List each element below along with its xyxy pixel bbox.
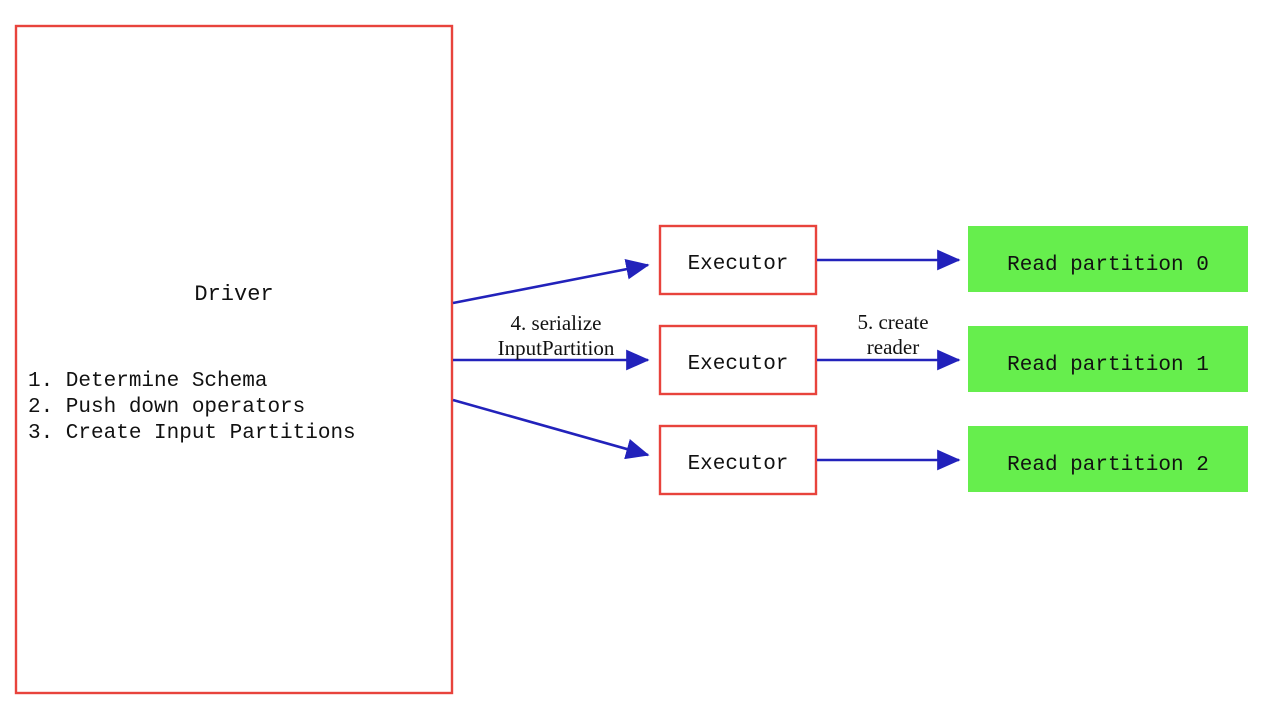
executor-node-0: Executor: [658, 224, 818, 296]
executor-node-1: Executor: [658, 324, 818, 396]
executor-box-1: [658, 324, 818, 396]
executor-box-0: [658, 224, 818, 296]
edge-label-create-reader-line2: reader: [867, 335, 919, 359]
driver-to-executor-edges: [452, 258, 650, 460]
edge-label-serialize: 4. serialize InputPartition: [498, 311, 615, 360]
driver-step-3: 3. Create Input Partitions: [28, 422, 356, 445]
driver-title: Driver: [194, 282, 273, 307]
executor-box-2: [658, 424, 818, 496]
edge-label-create-reader: 5. create reader: [857, 310, 928, 359]
edge-label-create-reader-line1: 5. create: [857, 310, 928, 334]
executor-node-2: Executor: [658, 424, 818, 496]
driver-box: [14, 24, 454, 695]
partition-box-2: [968, 426, 1248, 492]
edge-driver-to-executor-0: [452, 258, 650, 305]
partition-node-0: Read partition 0: [968, 226, 1248, 292]
partition-box-0: [968, 226, 1248, 292]
partition-node-2: Read partition 2: [968, 426, 1248, 492]
driver-node: Driver 1. Determine Schema 2. Push down …: [14, 24, 454, 695]
edge-label-serialize-line2: InputPartition: [498, 336, 615, 360]
executor-label-1: Executor: [688, 353, 789, 376]
partition-box-1: [968, 326, 1248, 392]
partition-label-1: Read partition 1: [1007, 354, 1209, 377]
partition-label-0: Read partition 0: [1007, 254, 1209, 277]
edge-driver-to-executor-2: [452, 398, 650, 460]
driver-step-2: 2. Push down operators: [28, 396, 305, 419]
driver-step-1: 1. Determine Schema: [28, 370, 267, 393]
partition-node-1: Read partition 1: [968, 326, 1248, 392]
executor-to-partition-edges: [817, 249, 961, 471]
executor-label-0: Executor: [688, 253, 789, 276]
partition-label-2: Read partition 2: [1007, 454, 1209, 477]
edge-label-serialize-line1: 4. serialize: [511, 311, 602, 335]
executor-label-2: Executor: [688, 453, 789, 476]
